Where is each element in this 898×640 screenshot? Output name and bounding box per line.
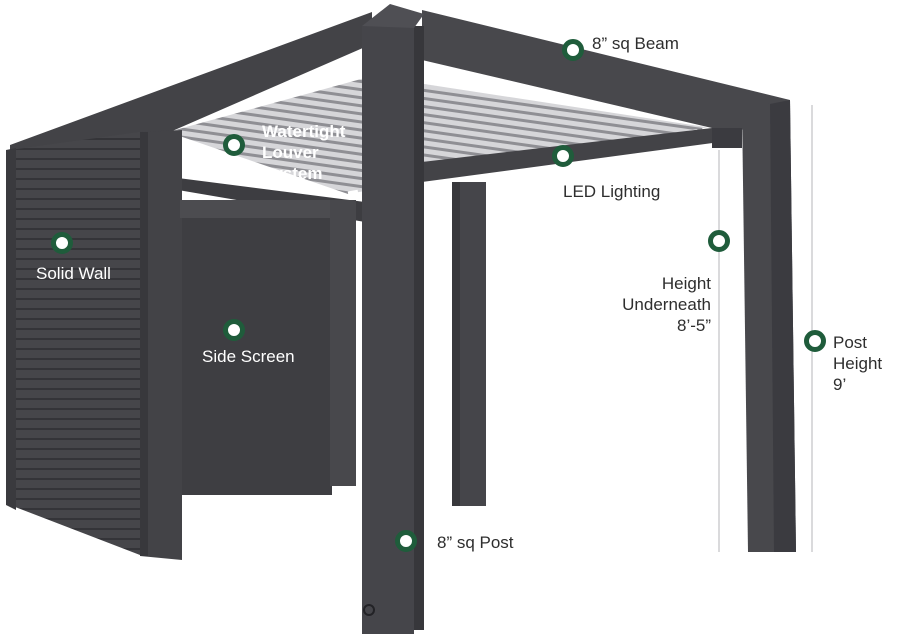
hotspot-marker-icon[interactable] — [51, 232, 73, 254]
post-height-label-line-2: Height — [833, 354, 883, 373]
height-underneath-label: Height Underneath 8’-5” — [622, 273, 711, 336]
left-front-post — [140, 130, 182, 560]
side-screen — [182, 210, 332, 495]
post-height-label: Post Height 9’ — [833, 332, 882, 395]
louver-label-line-2: Louver — [262, 143, 319, 162]
hotspot-marker-icon[interactable] — [804, 330, 826, 352]
solid-wall-label: Solid Wall — [36, 264, 111, 283]
hotspot-marker-icon[interactable] — [223, 134, 245, 156]
back-right-post-shade — [452, 182, 460, 506]
height-underneath-label-line-1: Height — [661, 274, 711, 293]
side-screen-rail — [330, 200, 356, 486]
solid-wall — [10, 132, 140, 555]
post-label: 8” sq Post — [437, 533, 514, 552]
front-main-post-side — [414, 26, 424, 630]
height-underneath-label-line-3: 8’-5” — [676, 316, 711, 335]
louver-roof — [168, 76, 712, 194]
front-main-post-cap — [362, 4, 424, 28]
side-screen-label: Side Screen — [202, 347, 295, 366]
back-right-beam — [422, 10, 790, 132]
hotspot-marker-icon[interactable] — [552, 145, 574, 167]
left-front-post-shadow — [140, 132, 148, 556]
post-anchor-icon — [363, 604, 375, 616]
front-right-beam — [422, 128, 735, 182]
louver-label-line-1: Watertight — [262, 122, 346, 141]
far-right-post-face — [770, 100, 796, 552]
solid-wall-edge — [6, 148, 16, 510]
post-height-label-line-3: 9’ — [833, 375, 847, 394]
led-lighting-label: LED Lighting — [563, 182, 661, 201]
back-left-beam — [10, 12, 372, 178]
hotspot-marker-icon[interactable] — [708, 230, 730, 252]
front-right-beam-end — [712, 128, 742, 148]
beam-label: 8” sq Beam — [592, 34, 679, 53]
height-underneath-label-line-2: Underneath — [622, 295, 711, 314]
louver-label-line-3: System — [262, 164, 323, 183]
hotspot-marker-icon[interactable] — [395, 530, 417, 552]
side-screen-cassette — [180, 200, 340, 218]
post-height-label-line-1: Post — [833, 333, 868, 352]
louver-label: Watertight Louver System — [262, 121, 345, 184]
hotspot-marker-icon[interactable] — [562, 39, 584, 61]
hotspot-marker-icon[interactable] — [223, 319, 245, 341]
